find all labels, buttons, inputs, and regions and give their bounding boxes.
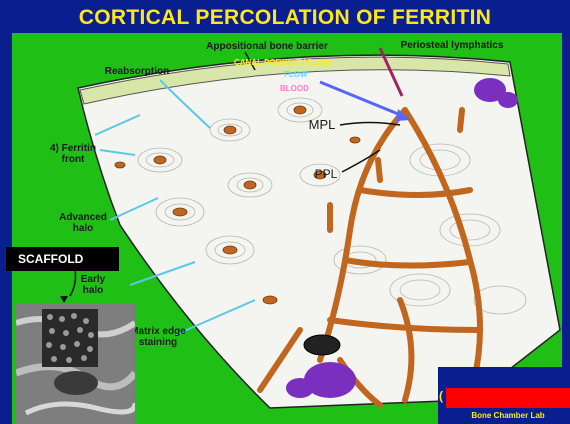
early-halo-label: Early halo — [72, 274, 114, 296]
scaffold-micrograph — [16, 303, 135, 424]
lab-red-bar — [446, 388, 570, 408]
central-canal — [304, 335, 340, 355]
advanced-halo-label: Advanced halo — [52, 212, 114, 234]
ppl-label: PPL — [306, 168, 346, 181]
scaffold-label: SCAFFOLD — [6, 247, 119, 271]
reabsorption-label: Reabsorption — [92, 66, 182, 77]
lab-paren: ( — [439, 389, 443, 403]
mpl-label: MPL — [302, 118, 342, 132]
appositional-label: Appositional bone barrier — [192, 41, 342, 52]
micrograph-image — [16, 303, 135, 424]
lab-name: Bone Chamber Lab — [446, 411, 570, 420]
canal-flow-label: CANAL POROSITY FLUID — [234, 58, 331, 67]
ferritin-front-label: 4) Ferritin front — [48, 143, 98, 165]
flow-label: FLOW — [284, 70, 308, 79]
periosteal-label: Periosteal lymphatics — [382, 40, 522, 51]
blood-label: BLOOD — [280, 84, 309, 93]
down-arrowhead — [60, 296, 68, 303]
matrix-edge-label: Matrix edge staining — [128, 326, 188, 348]
